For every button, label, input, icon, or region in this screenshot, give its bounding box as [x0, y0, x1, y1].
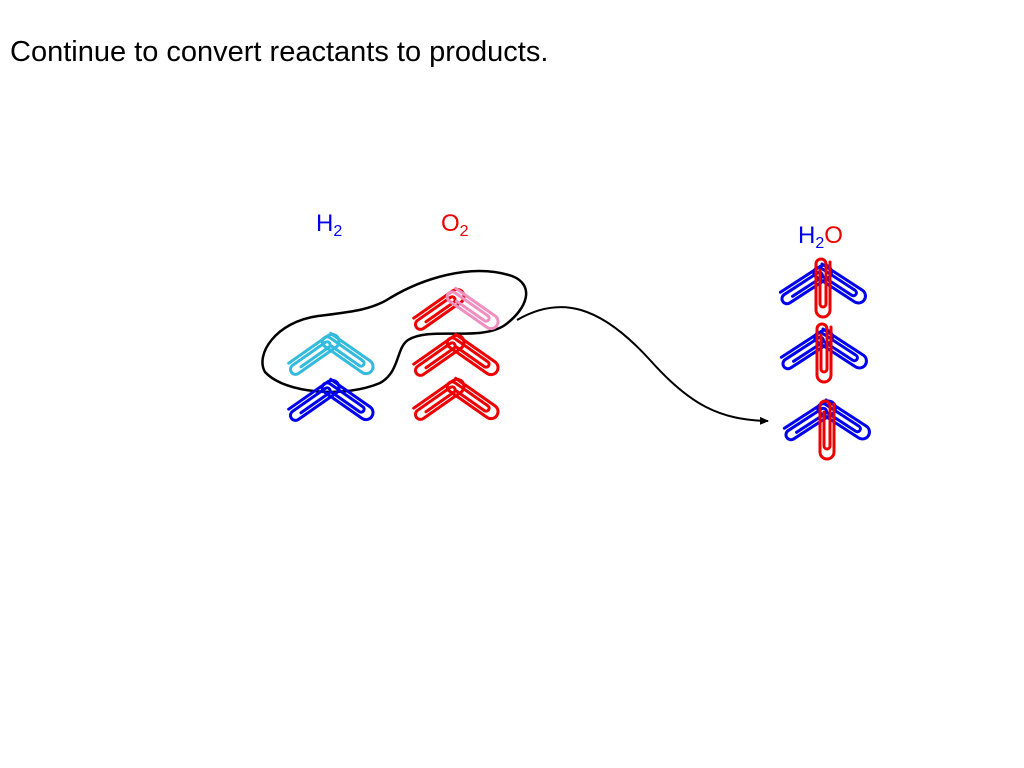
label-h2o: H2O	[798, 222, 843, 252]
h2o-molecule	[782, 398, 872, 459]
slide-title: Continue to convert reactants to product…	[10, 36, 549, 68]
h2-molecule-highlighted	[286, 332, 376, 377]
reaction-arrow	[516, 306, 769, 425]
label-h2: H2	[316, 210, 343, 240]
o2-molecule-half-highlighted	[409, 285, 503, 333]
h2o-molecule	[778, 259, 868, 317]
o2-molecule	[411, 333, 501, 378]
label-o2: O2	[441, 210, 469, 240]
o2-molecule	[411, 377, 501, 422]
h2o-molecule	[779, 324, 869, 382]
h2-molecule	[286, 378, 376, 423]
selection-outline	[261, 269, 528, 394]
